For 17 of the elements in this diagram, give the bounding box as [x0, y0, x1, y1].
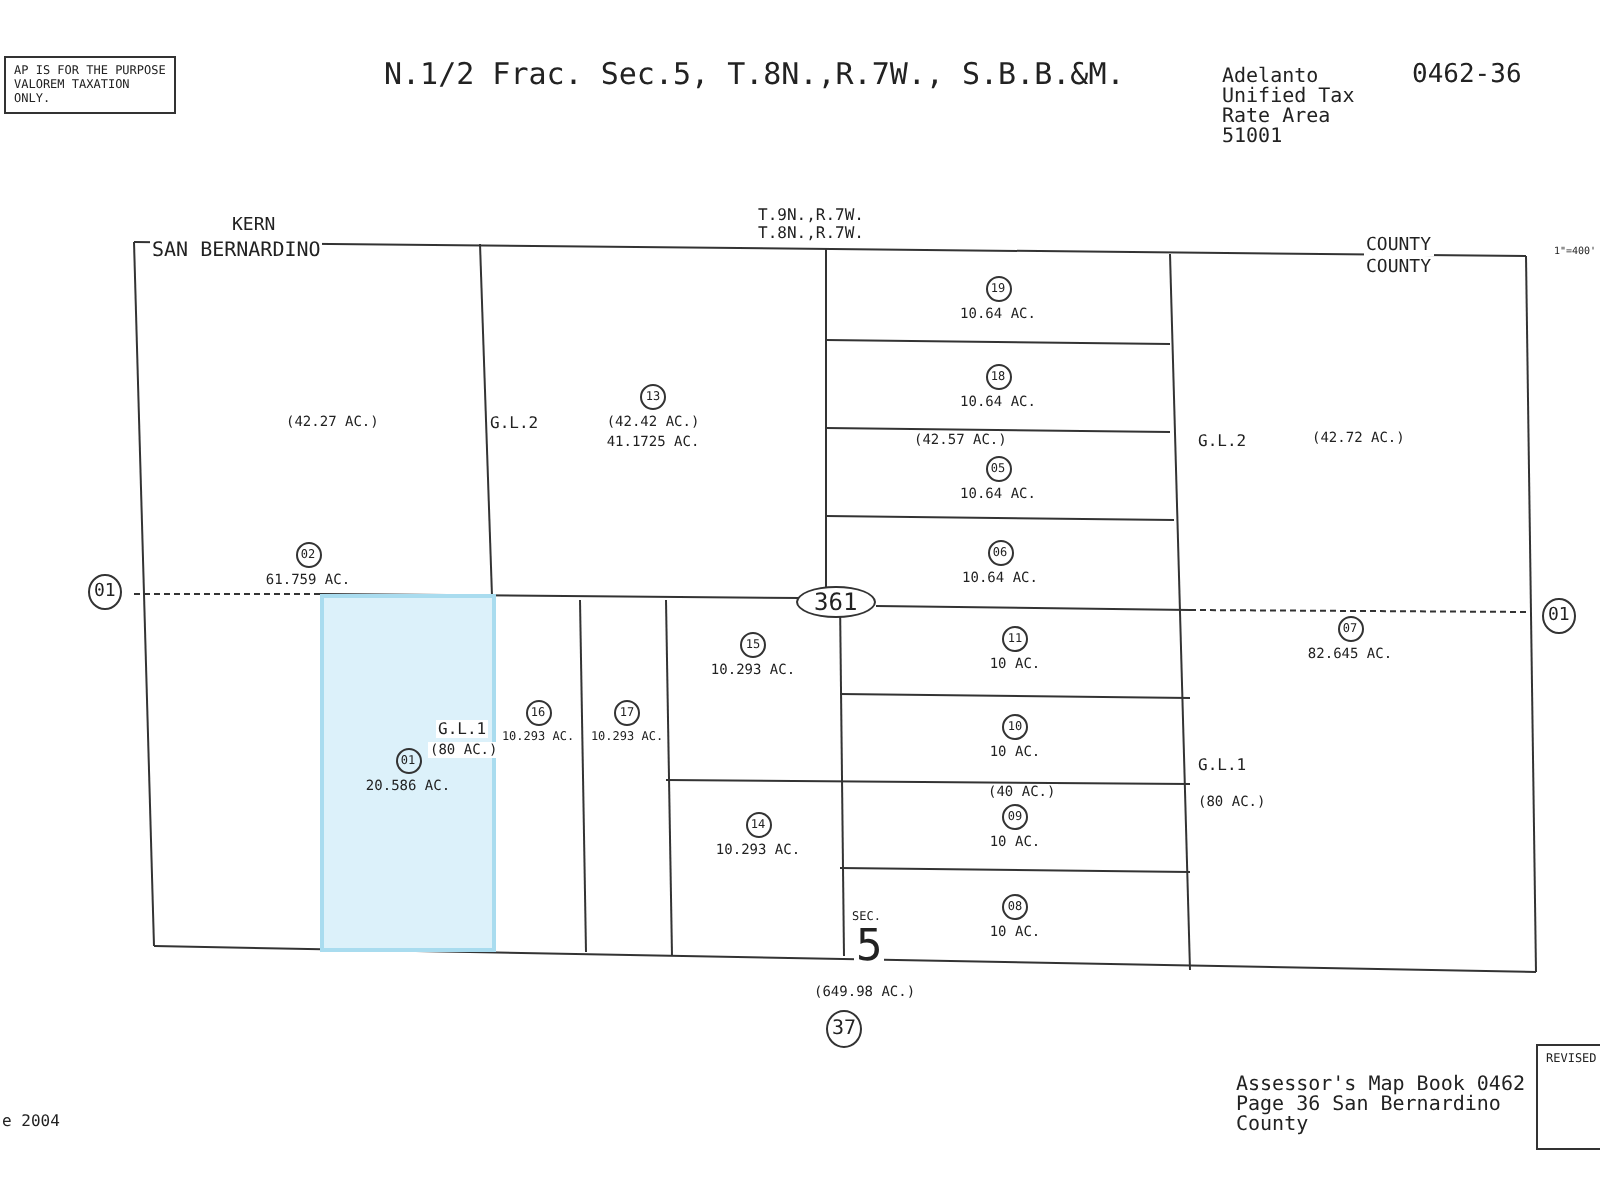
county-name: COUNTY — [1364, 236, 1434, 256]
county-name: COUNTY — [1364, 258, 1434, 278]
map-title: N.1/2 Frac. Sec.5, T.8N.,R.7W., S.B.B.&M. — [384, 56, 1125, 92]
county-name: SAN BERNARDINO — [150, 240, 323, 262]
parcel-area — [320, 594, 496, 952]
route-marker: 361 — [796, 586, 876, 618]
sheet-reference: 01 — [88, 574, 122, 610]
lot-label: G.L.1 — [436, 720, 489, 738]
lot-label: G.L.2 — [1196, 432, 1249, 450]
township-range: T.8N.,R.7W. — [756, 224, 866, 242]
township-range: T.9N.,R.7W. — [756, 206, 866, 224]
lot-label: G.L.2 — [488, 414, 541, 432]
county-name: KERN — [230, 216, 278, 236]
sheet-reference: 37 — [826, 1010, 863, 1048]
sheet-reference: 01 — [1542, 598, 1576, 634]
lot-label: G.L.1 — [1196, 756, 1249, 774]
date-note: e 2004 — [0, 1112, 62, 1130]
